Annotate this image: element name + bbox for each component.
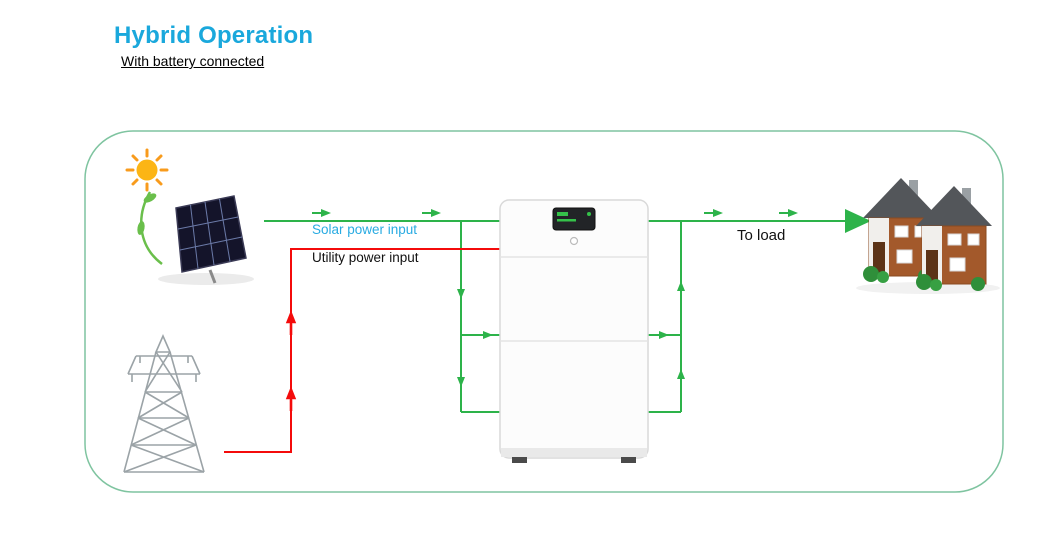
unit-base-strip <box>501 448 647 457</box>
unit-led <box>569 236 579 246</box>
unit-foot <box>512 457 527 463</box>
inverter-battery-unit-icon <box>499 199 649 463</box>
solar-panel-icon <box>158 195 254 285</box>
houses <box>856 177 1000 294</box>
to-load-label: To load <box>737 227 786 244</box>
utility-power-line <box>224 248 500 453</box>
to-load-line <box>648 209 871 233</box>
page-title: Hybrid Operation <box>114 22 314 49</box>
sun-icon <box>125 148 169 192</box>
load-arrowhead <box>845 209 871 233</box>
utility-input-label: Utility power input <box>312 250 419 265</box>
unit-screen <box>552 207 596 231</box>
transmission-tower-icon <box>123 334 205 473</box>
panel-shadow <box>158 273 254 285</box>
solar-input-label: Solar power input <box>312 222 418 237</box>
page-subtitle: With battery connected <box>121 53 265 69</box>
unit-foot <box>621 457 636 463</box>
leaf-decoration <box>137 191 163 265</box>
